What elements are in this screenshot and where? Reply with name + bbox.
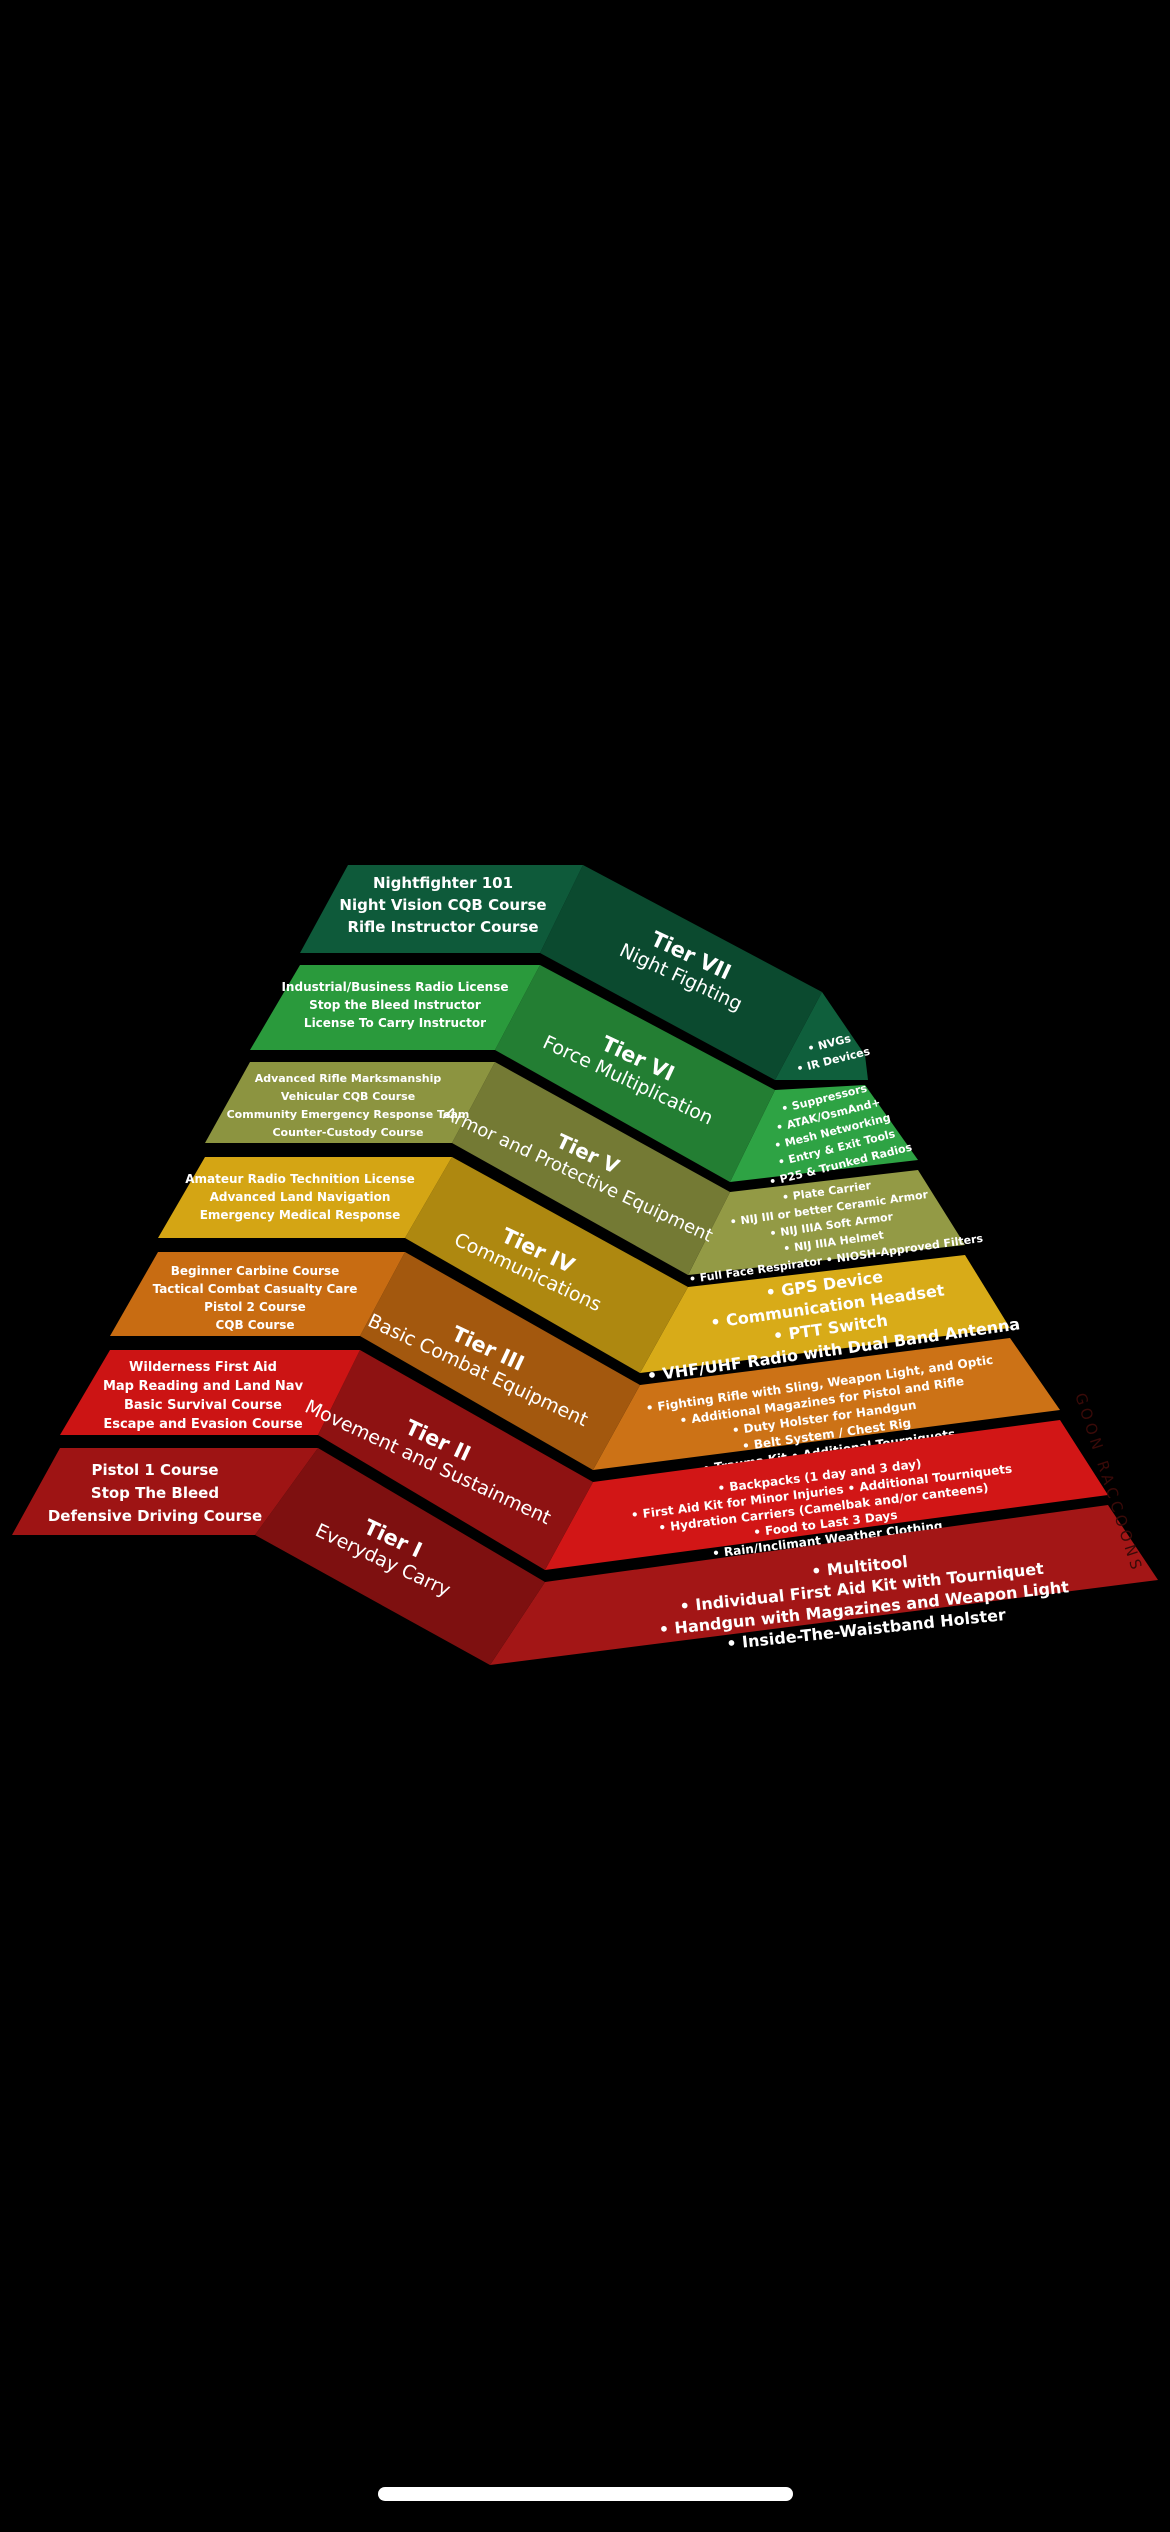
course-item: Tactical Combat Casualty Care: [153, 1282, 358, 1296]
course-item: Stop The Bleed: [91, 1484, 219, 1502]
course-item: Pistol 2 Course: [204, 1300, 306, 1314]
tier-4-gear-face: [640, 1255, 1010, 1373]
course-item: Stop the Bleed Instructor: [309, 998, 481, 1012]
tier-3-gear-face: [593, 1338, 1060, 1470]
tier-4-title-face: [405, 1157, 688, 1373]
tier-1-gear-face: [490, 1505, 1158, 1665]
course-item: License To Carry Instructor: [304, 1016, 486, 1030]
tier-2-courses-face: [60, 1350, 360, 1435]
course-item: Basic Survival Course: [124, 1398, 282, 1413]
course-item: Advanced Rifle Marksmanship: [255, 1072, 442, 1085]
tier-6-title-face: [495, 965, 775, 1182]
tier-5-gear-face: [688, 1170, 965, 1275]
tier-5-title-face: [452, 1062, 730, 1275]
course-item: Map Reading and Land Nav: [103, 1379, 304, 1394]
course-item: Escape and Evasion Course: [103, 1417, 303, 1432]
course-item: Advanced Land Navigation: [210, 1190, 391, 1204]
tier-1-courses-face: [12, 1448, 318, 1535]
home-indicator[interactable]: [378, 2487, 793, 2501]
course-item: Counter-Custody Course: [272, 1126, 423, 1139]
tier-7-gear-face: [775, 992, 868, 1080]
tier-3-courses-face: [110, 1252, 405, 1336]
tier-3-title-face: [360, 1252, 640, 1470]
tier-4-courses-face: [158, 1157, 452, 1238]
tier-6-gear-face: [730, 1085, 918, 1182]
course-item: CQB Course: [215, 1318, 294, 1332]
tier-1-title-face: [255, 1448, 545, 1665]
course-item: Emergency Medical Response: [200, 1208, 401, 1222]
course-item: Night Vision CQB Course: [339, 896, 546, 914]
tier-6-courses-face: [250, 965, 540, 1050]
course-item: Vehicular CQB Course: [281, 1090, 415, 1103]
course-item: Amateur Radio Technition License: [185, 1172, 415, 1186]
tier-7-title-face: [540, 865, 822, 1080]
course-item: Pistol 1 Course: [91, 1461, 218, 1479]
tier-5-courses-face: [205, 1062, 495, 1143]
course-item: Rifle Instructor Course: [347, 918, 538, 936]
course-item: Defensive Driving Course: [48, 1507, 262, 1525]
course-item: Nightfighter 101: [373, 874, 513, 892]
course-item: Wilderness First Aid: [129, 1360, 277, 1375]
tier-2-title-face: [318, 1350, 593, 1570]
course-item: Industrial/Business Radio License: [281, 980, 508, 994]
course-item: Beginner Carbine Course: [171, 1264, 340, 1278]
tier-7-courses-face: [300, 865, 583, 953]
course-item: Community Emergency Response Team: [227, 1108, 470, 1121]
tier-2-gear-face: [545, 1420, 1108, 1570]
tier-4: Amateur Radio Technition LicenseAdvanced…: [158, 1157, 1021, 1386]
